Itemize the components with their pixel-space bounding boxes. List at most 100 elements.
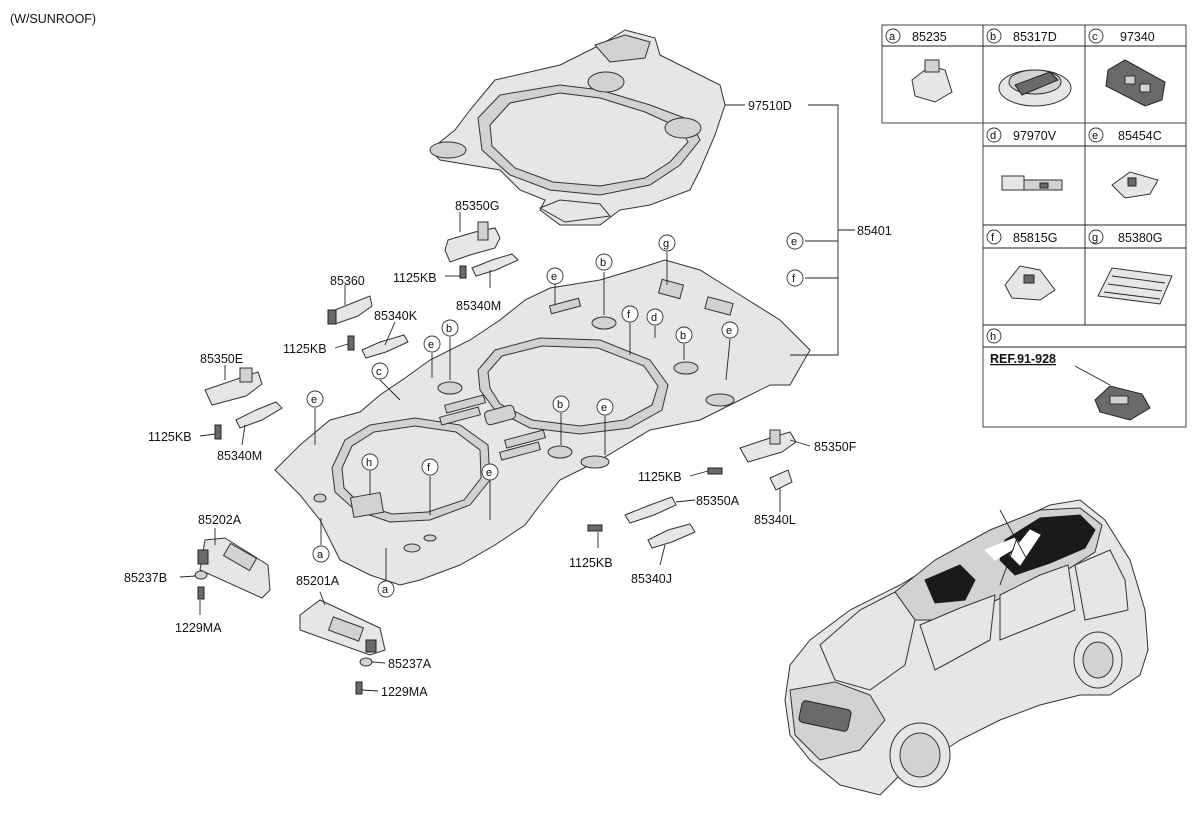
- svg-text:b: b: [446, 323, 452, 335]
- legend-cell-b: b 85317D: [986, 28, 1072, 107]
- callout-c: c: [371, 362, 389, 380]
- headlining-assy-85401: [274, 259, 811, 586]
- svg-text:b: b: [600, 257, 606, 269]
- bolts-left: [214, 265, 467, 440]
- svg-text:85380G: 85380G: [1118, 231, 1162, 245]
- svg-text:e: e: [726, 325, 732, 337]
- label-85340J: 85340J: [631, 572, 672, 586]
- label-85350A: 85350A: [696, 494, 740, 508]
- handle-85340M-upper: [471, 253, 519, 277]
- legend-cell-a: a 85235: [885, 28, 953, 103]
- svg-text:85815G: 85815G: [1013, 231, 1057, 245]
- callout-e: e: [481, 463, 499, 481]
- svg-text:e: e: [486, 467, 492, 479]
- svg-text:a: a: [382, 584, 389, 596]
- callout-g: g: [658, 234, 676, 252]
- label-85350G: 85350G: [455, 199, 499, 213]
- legend-cell-g: g 85380G: [1088, 229, 1173, 305]
- label-1125KB-4: 1125KB: [638, 470, 682, 484]
- bracket-85360: [327, 295, 373, 325]
- label-85237A: 85237A: [388, 657, 432, 671]
- bracket-85350G: [444, 221, 501, 263]
- handle-85340J: [647, 523, 696, 549]
- callout-circles: e f e b g f d b e b e c e b e h f e a a: [306, 232, 804, 598]
- callout-b: b: [675, 326, 693, 344]
- svg-text:a: a: [889, 31, 896, 43]
- leader-lines: [179, 104, 855, 692]
- svg-text:c: c: [1092, 31, 1098, 43]
- svg-text:g: g: [663, 238, 669, 250]
- callout-e: e: [721, 321, 739, 339]
- callout-e: e: [423, 335, 441, 353]
- label-85340M-1: 85340M: [456, 299, 501, 313]
- svg-text:85454C: 85454C: [1118, 129, 1162, 143]
- callout-b: b: [441, 319, 459, 337]
- label-85350F: 85350F: [814, 440, 857, 454]
- callout-a: a: [312, 545, 330, 563]
- callout-b: b: [595, 253, 613, 271]
- svg-text:h: h: [990, 331, 996, 343]
- svg-text:e: e: [551, 271, 557, 283]
- svg-text:g: g: [1092, 232, 1098, 244]
- callout-f: f: [421, 458, 439, 476]
- svg-text:b: b: [990, 31, 996, 43]
- svg-text:f: f: [792, 273, 796, 285]
- handle-85340K: [361, 334, 409, 359]
- callout-h: h: [361, 453, 379, 471]
- svg-text:e: e: [311, 394, 317, 406]
- label-1229MA-1: 1229MA: [175, 621, 222, 635]
- svg-text:b: b: [680, 330, 686, 342]
- svg-text:d: d: [651, 312, 657, 324]
- svg-text:97340: 97340: [1120, 30, 1155, 44]
- callout-e: e: [306, 390, 324, 408]
- ref-label: REF.91-928: [990, 352, 1056, 366]
- handle-85340L: [769, 469, 793, 491]
- svg-text:e: e: [1092, 130, 1098, 142]
- part-labels: 97510D 85401 85350G 1125KB 85340M 85360 …: [124, 99, 892, 699]
- legend-cell-c: c 97340: [1088, 28, 1166, 107]
- header-note: (W/SUNROOF): [10, 12, 96, 26]
- svg-text:85317D: 85317D: [1013, 30, 1057, 44]
- label-85340L: 85340L: [754, 513, 796, 527]
- callout-f: f: [621, 305, 639, 323]
- label-85201A: 85201A: [296, 574, 340, 588]
- svg-text:a: a: [317, 549, 324, 561]
- svg-text:f: f: [427, 462, 431, 474]
- bracket-85350E: [204, 367, 263, 406]
- callout-e: e: [546, 267, 564, 285]
- label-85340M-2: 85340M: [217, 449, 262, 463]
- callout-d: d: [646, 308, 664, 326]
- callout-f: f: [786, 269, 804, 287]
- bracket-85350F: [739, 429, 797, 463]
- svg-text:97970V: 97970V: [1013, 129, 1057, 143]
- svg-text:85235: 85235: [912, 30, 947, 44]
- callout-a: a: [377, 580, 395, 598]
- legend-cell-h: h REF.91-928: [986, 328, 1151, 421]
- headlining-pad-97510D: [429, 29, 726, 226]
- callout-e: e: [596, 398, 614, 416]
- svg-text:e: e: [428, 339, 434, 351]
- label-97510D: 97510D: [748, 99, 792, 113]
- svg-text:c: c: [376, 366, 382, 378]
- label-85401: 85401: [857, 224, 892, 238]
- svg-text:b: b: [557, 399, 563, 411]
- svg-text:e: e: [791, 236, 797, 248]
- bracket-85350A: [624, 496, 677, 524]
- label-85360: 85360: [330, 274, 365, 288]
- label-1125KB-3: 1125KB: [148, 430, 192, 444]
- callout-b: b: [552, 395, 570, 413]
- label-1125KB-2: 1125KB: [283, 342, 327, 356]
- svg-text:d: d: [990, 130, 996, 142]
- label-1229MA-2: 1229MA: [381, 685, 428, 699]
- label-85340K: 85340K: [374, 309, 418, 323]
- sun-visor-85202A: [197, 537, 271, 599]
- sun-visor-85201A: [299, 599, 386, 656]
- svg-text:f: f: [991, 232, 995, 244]
- label-1125KB-1: 1125KB: [393, 271, 437, 285]
- legend-cell-e: e 85454C: [1088, 127, 1162, 199]
- legend-table: a 85235 b 85317D c 97340 d 97970V: [881, 24, 1187, 428]
- handle-85340M-lower: [235, 401, 283, 429]
- label-85202A: 85202A: [198, 513, 242, 527]
- label-85237B: 85237B: [124, 571, 167, 585]
